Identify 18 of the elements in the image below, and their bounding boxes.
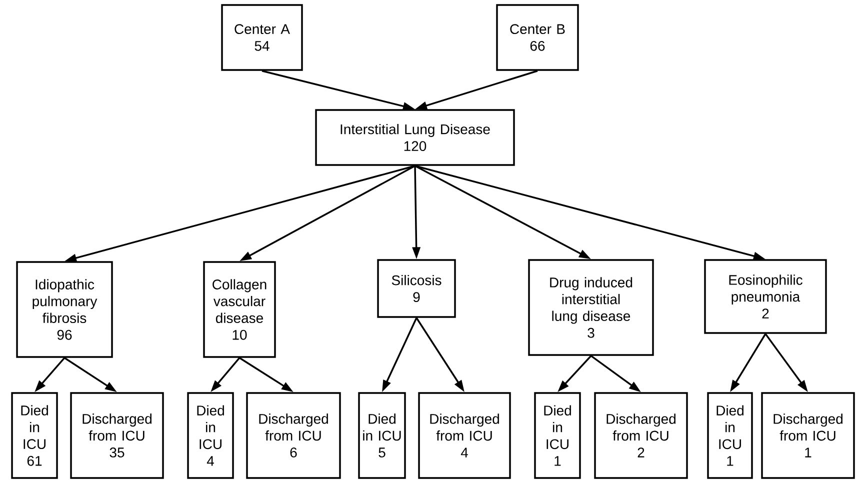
box: Died in ICU 1 <box>707 392 753 479</box>
box: Discharged from ICU 1 <box>761 392 855 479</box>
box: Idiopathic pulmonary fibrosis 96 <box>16 261 113 358</box>
box: Discharged from ICU 2 <box>594 392 688 479</box>
box: Discharged from ICU 4 <box>418 392 511 479</box>
box: Died in ICU 1 <box>534 392 581 479</box>
box: Died in ICU 4 <box>187 392 234 479</box>
box: Discharged from ICU 35 <box>70 392 164 479</box>
box: Center B 66 <box>496 4 579 71</box>
box: Center A 54 <box>221 4 303 71</box>
box: Died in ICU 61 <box>11 392 58 479</box>
box: Interstitial Lung Disease 120 <box>315 109 515 166</box>
box: Eosinophilic pneumonia 2 <box>704 259 827 334</box>
box: Died in ICU 5 <box>358 392 406 479</box>
box: Silicosis 9 <box>377 259 456 318</box>
box: Collagen vascular disease 10 <box>203 261 276 358</box>
box: Discharged from ICU 6 <box>246 392 341 479</box>
box: Drug induced interstitial lung disease 3 <box>528 259 654 356</box>
